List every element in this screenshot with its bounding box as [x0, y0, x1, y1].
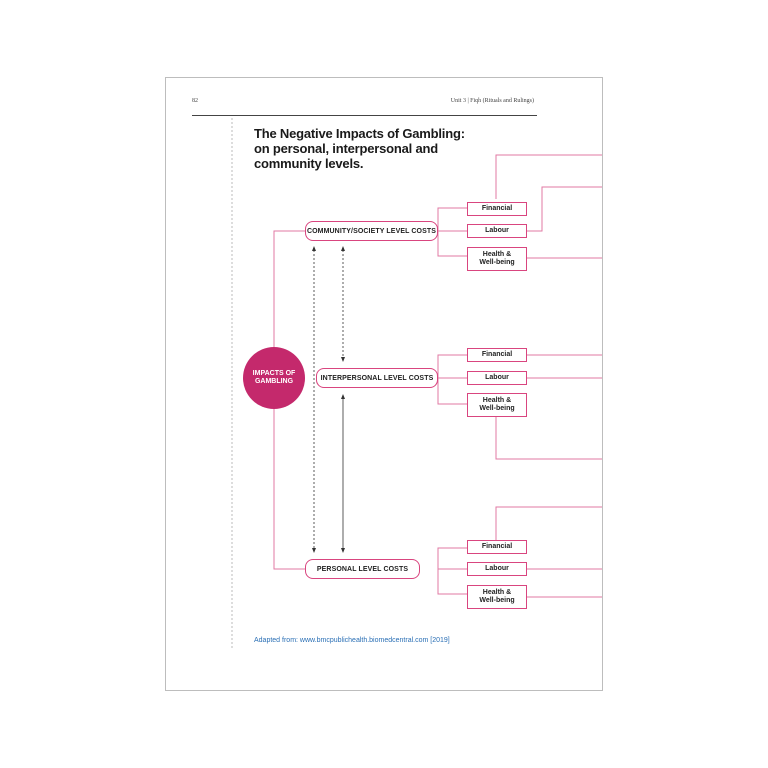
community-health-box: Health & Well-being — [467, 247, 527, 271]
document-page: 82 Unit 3 | Fiqh (Rituals and Rulings) T… — [165, 77, 603, 691]
interpersonal-to-health — [437, 378, 467, 405]
arrowhead — [341, 394, 345, 399]
community-labour-box: Labour — [467, 224, 527, 238]
title-line-1: The Negative Impacts of Gambling: — [254, 126, 465, 141]
interpersonal-fanout — [437, 354, 467, 378]
title-line-2: on personal, interpersonal and — [254, 141, 438, 156]
interpersonal-health-box: Health & Well-being — [467, 393, 527, 417]
header-rule — [192, 115, 537, 116]
page-number: 82 — [192, 98, 198, 104]
community-financial-box: Financial — [467, 202, 527, 216]
arrowhead — [341, 246, 345, 251]
personal-health-box: Health & Well-being — [467, 585, 527, 609]
page-title: The Negative Impacts of Gambling: on per… — [254, 126, 494, 171]
community-to-health — [437, 231, 467, 257]
title-line-3: community levels. — [254, 156, 364, 171]
interpersonal-labour-box: Labour — [467, 371, 527, 385]
community-fanout — [437, 207, 467, 231]
arrowhead — [341, 548, 345, 553]
arrowhead — [312, 246, 316, 251]
personal-to-health — [437, 569, 467, 595]
personal-labour-box: Labour — [467, 562, 527, 576]
personal-financial-box: Financial — [467, 540, 527, 554]
personal-financial-out — [495, 506, 602, 540]
diagram-connectors — [231, 118, 602, 648]
running-header: Unit 3 | Fiqh (Rituals and Rulings) — [450, 98, 534, 104]
personal-fanout — [437, 547, 467, 569]
source-citation: Adapted from: www.bmcpublichealth.biomed… — [254, 637, 450, 644]
community-labour-out — [527, 186, 602, 232]
community-level-box: COMMUNITY/SOCIETY LEVEL COSTS — [305, 221, 438, 241]
community-financial-out — [495, 154, 602, 199]
arrowhead — [312, 548, 316, 553]
interpersonal-financial-box: Financial — [467, 348, 527, 362]
personal-level-box: PERSONAL LEVEL COSTS — [305, 559, 420, 579]
arrowhead — [341, 357, 345, 362]
interpersonal-level-box: INTERPERSONAL LEVEL COSTS — [316, 368, 438, 388]
interpersonal-health-out — [495, 417, 602, 460]
impacts-center-circle: IMPACTS OF GAMBLING — [243, 347, 305, 409]
